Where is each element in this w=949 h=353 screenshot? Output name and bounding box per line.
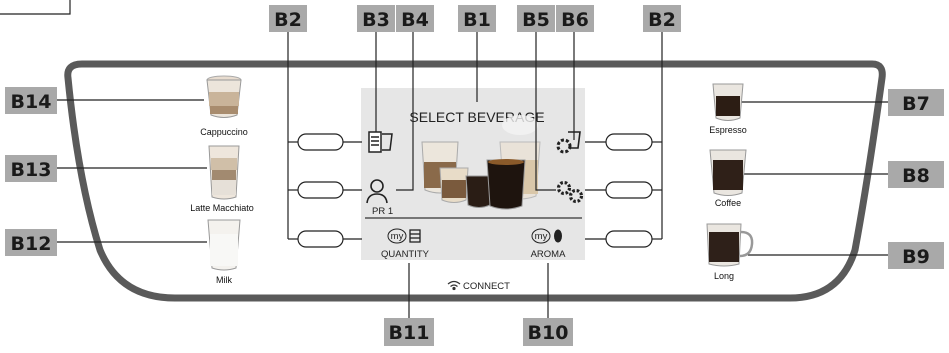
- right-button-leaders: [585, 32, 663, 240]
- svg-text:B10: B10: [528, 322, 569, 344]
- svg-text:B12: B12: [11, 233, 52, 255]
- drink-label-cappuccino: Cappuccino: [200, 127, 248, 137]
- svg-text:B3: B3: [362, 9, 390, 31]
- latte-macchiato-button[interactable]: [208, 145, 240, 200]
- svg-text:B4: B4: [401, 9, 429, 31]
- drink-label-espresso: Espresso: [709, 125, 747, 135]
- profile-label: PR 1: [372, 206, 393, 217]
- beverage-cups-illustration: [421, 115, 541, 210]
- svg-text:B1: B1: [463, 9, 491, 31]
- frame-corner-fragment: [0, 0, 71, 15]
- cappuccino-button[interactable]: [206, 75, 242, 118]
- wifi-icon: [447, 280, 461, 291]
- svg-text:B5: B5: [522, 9, 550, 31]
- callout-b7: B7: [888, 89, 944, 116]
- aroma-label: AROMA: [531, 249, 567, 260]
- svg-text:B8: B8: [902, 165, 930, 187]
- my-quantity-icon[interactable]: [387, 228, 421, 244]
- my-label-aroma: my: [535, 231, 548, 242]
- callout-b2-left: B2: [269, 5, 307, 32]
- side-callout-leaders: [57, 99, 888, 256]
- svg-text:B13: B13: [11, 159, 52, 181]
- callout-b4: B4: [396, 5, 434, 32]
- callout-b6: B6: [556, 5, 594, 32]
- callout-b3: B3: [357, 5, 395, 32]
- right-button-top[interactable]: [605, 133, 653, 151]
- left-button-top[interactable]: [297, 133, 344, 151]
- right-button-middle[interactable]: [605, 181, 653, 199]
- control-panel-outline: [64, 60, 886, 302]
- callout-b5: B5: [517, 5, 555, 32]
- recipe-book-icon[interactable]: [368, 131, 393, 153]
- right-button-bottom[interactable]: [605, 230, 653, 248]
- milk-button[interactable]: [207, 219, 241, 271]
- svg-text:B11: B11: [389, 322, 430, 344]
- top-callout-leaders: [375, 32, 575, 191]
- callout-b2-right: B2: [643, 5, 681, 32]
- coffee-button[interactable]: [709, 149, 747, 196]
- callout-b1: B1: [458, 5, 496, 32]
- callout-b13: B13: [5, 155, 57, 182]
- callout-b8: B8: [888, 161, 944, 188]
- quantity-label: QUANTITY: [381, 249, 430, 260]
- callout-b14: B14: [5, 87, 57, 114]
- profile-icon[interactable]: [366, 179, 388, 204]
- svg-text:B2: B2: [274, 9, 302, 31]
- espresso-button[interactable]: [712, 83, 744, 121]
- long-button[interactable]: [706, 223, 754, 267]
- settings-gears-icon[interactable]: [556, 180, 584, 204]
- svg-text:B9: B9: [902, 246, 930, 268]
- callout-b10: B10: [523, 318, 573, 346]
- svg-text:B6: B6: [561, 9, 589, 31]
- left-button-bottom[interactable]: [297, 230, 344, 248]
- svg-text:B2: B2: [648, 9, 676, 31]
- drink-label-long: Long: [714, 271, 734, 281]
- drink-label-latte-macchiato: Latte Macchiato: [190, 203, 254, 213]
- drink-label-milk: Milk: [216, 275, 232, 285]
- svg-text:B7: B7: [902, 93, 930, 115]
- callout-b9: B9: [888, 242, 944, 269]
- callout-b11: B11: [384, 318, 434, 346]
- left-button-leaders: [287, 32, 362, 240]
- svg-text:B14: B14: [11, 91, 52, 113]
- drink-label-coffee: Coffee: [715, 198, 741, 208]
- my-aroma-icon[interactable]: [531, 228, 562, 244]
- callout-b12: B12: [5, 229, 57, 256]
- my-label-quantity: my: [391, 231, 404, 242]
- connect-label: CONNECT: [463, 281, 510, 292]
- left-button-middle[interactable]: [297, 181, 344, 199]
